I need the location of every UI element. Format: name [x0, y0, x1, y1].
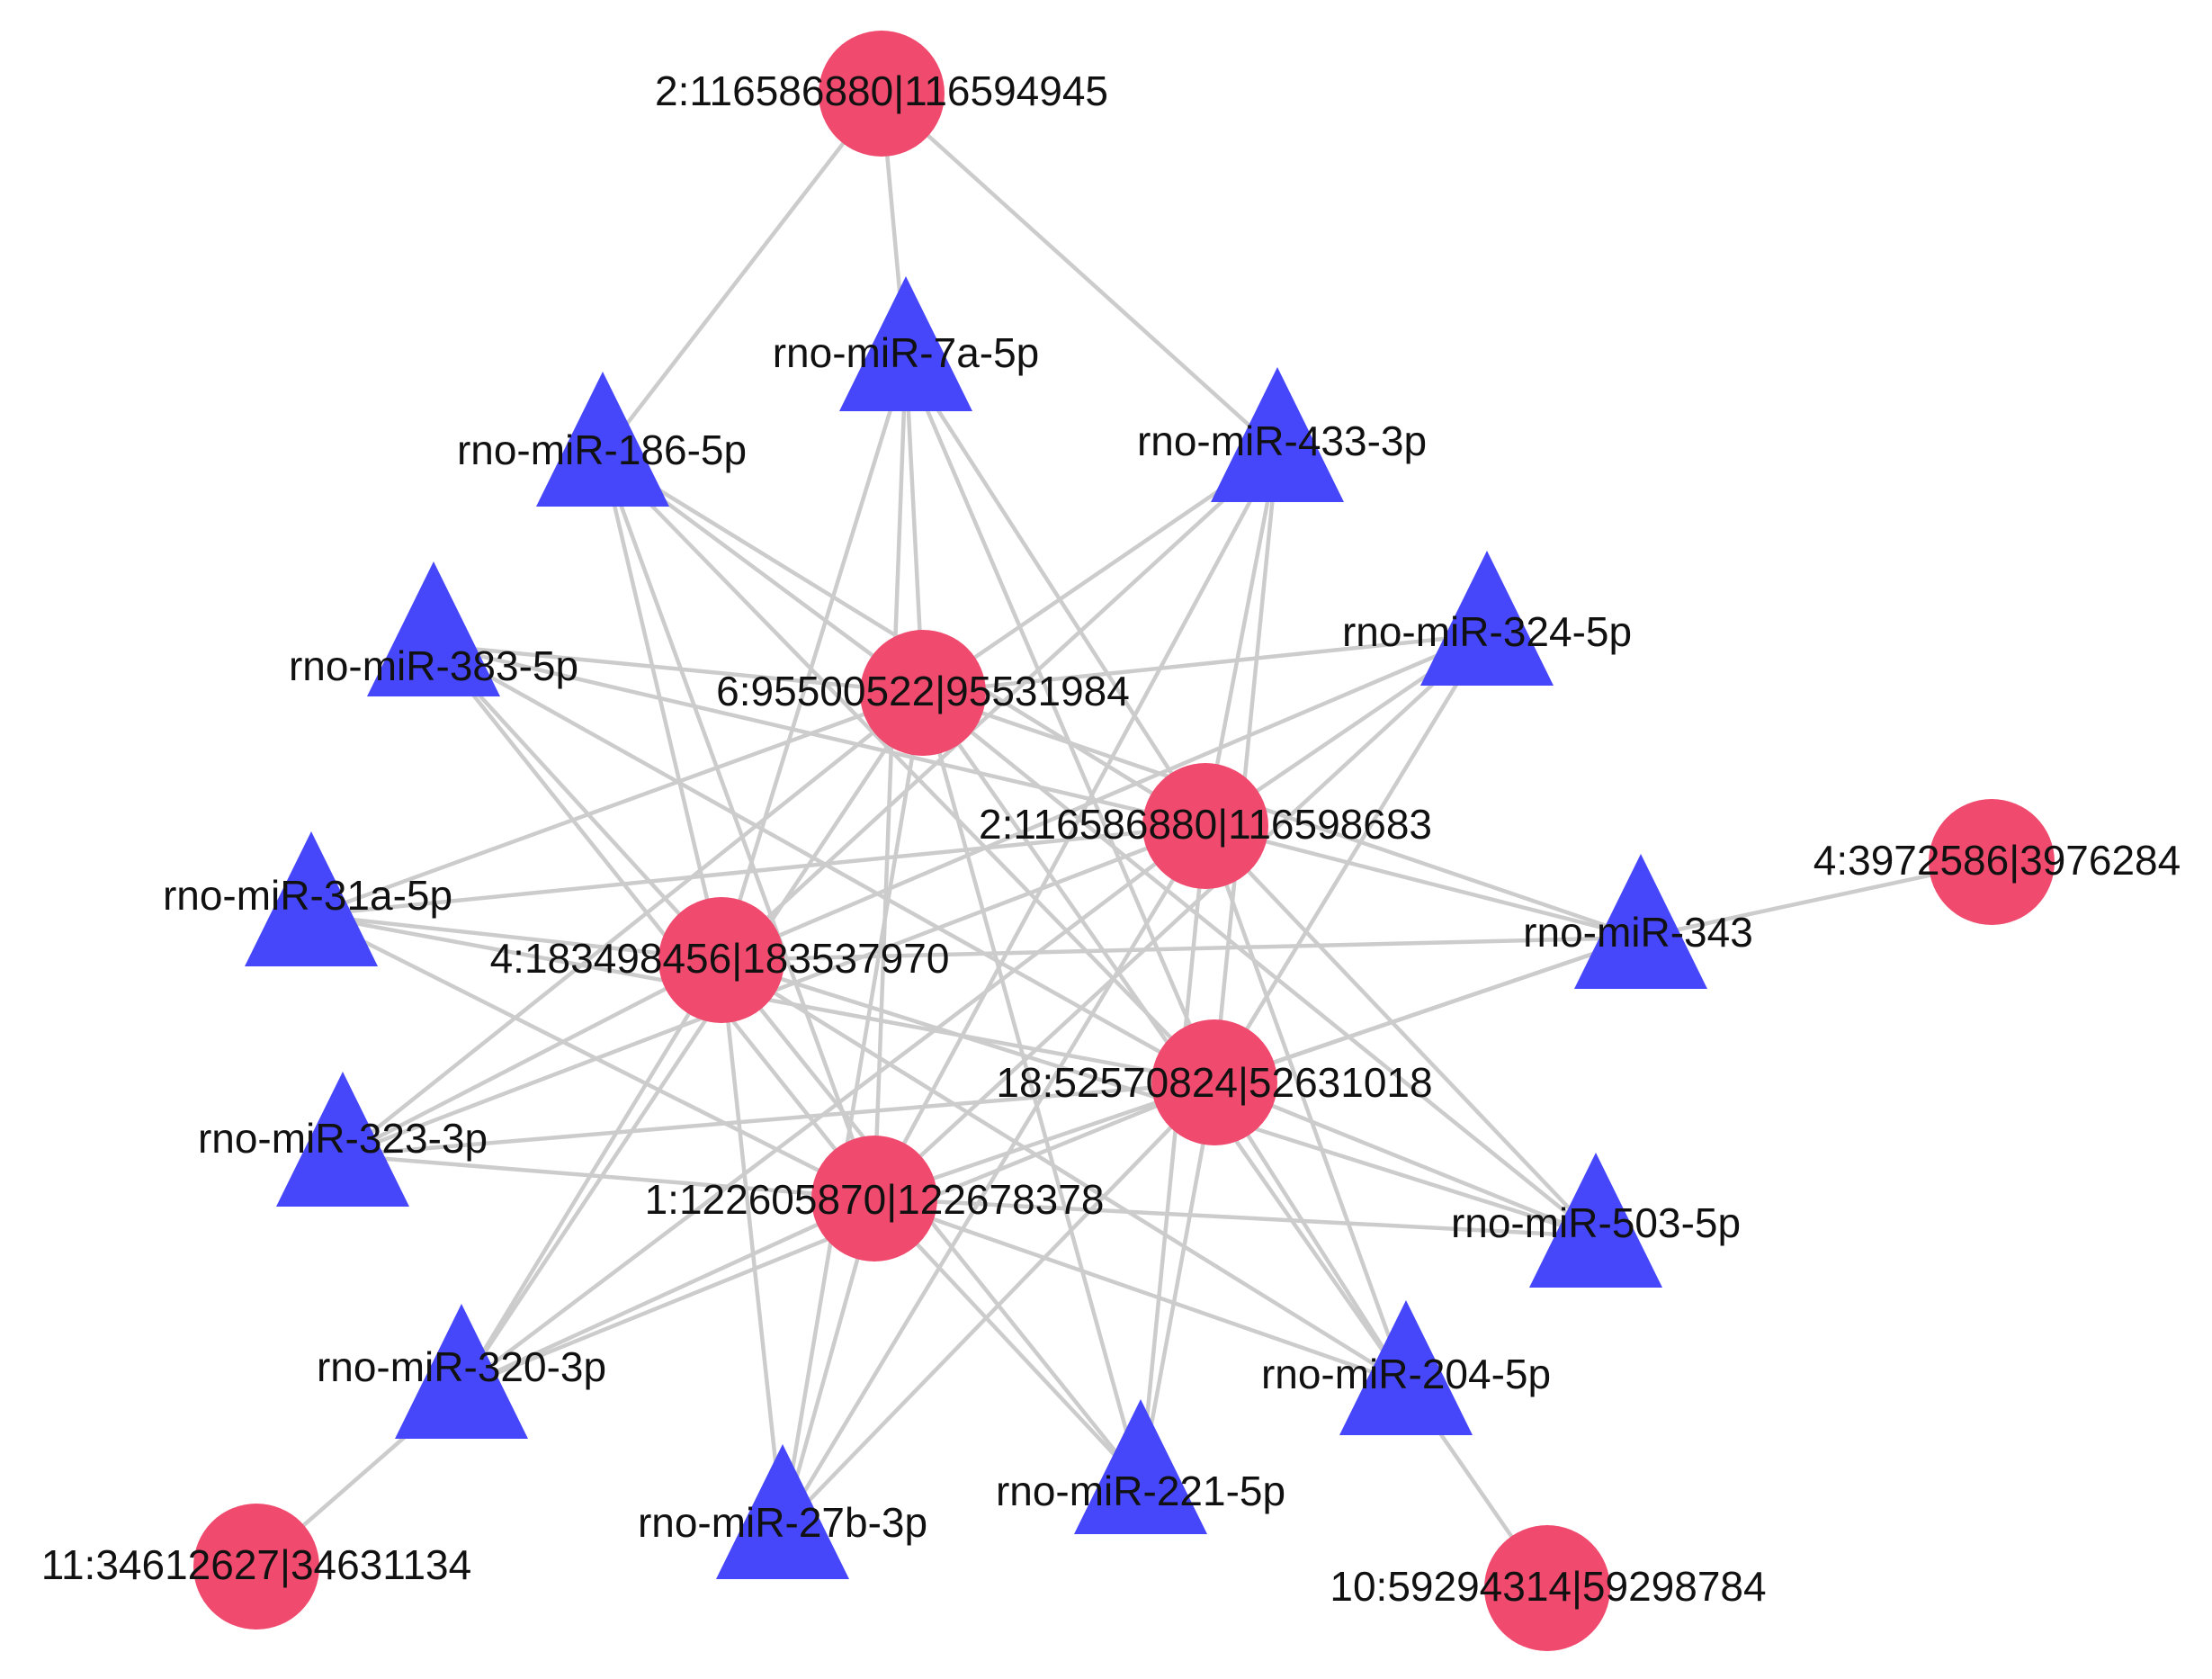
triangle-node-t7	[1574, 854, 1707, 989]
circle-node-c1	[819, 31, 945, 157]
edge-c3-t1	[904, 358, 1207, 828]
node-label-t11: rno-miR-204-5p	[1261, 1351, 1551, 1397]
triangle-node-t6	[245, 831, 378, 966]
node-label-t3: rno-miR-433-3p	[1137, 418, 1427, 464]
circle-node-c6	[811, 1136, 937, 1261]
triangle-node-t12	[716, 1444, 849, 1579]
edge-c4-t11	[720, 958, 1408, 1386]
node-label-c6: 1:122605870|122678378	[645, 1176, 1105, 1223]
edge-c5-t3	[1212, 450, 1280, 1083]
edge-c2-t9	[921, 691, 1598, 1238]
circle-node-c7	[1929, 799, 2055, 925]
edge-c6-t1	[872, 359, 909, 1199]
triangle-node-t1	[839, 276, 972, 411]
edge-c2-t11	[921, 691, 1408, 1386]
edge-c4-t5	[721, 632, 1488, 963]
node-label-t2: rno-miR-186-5p	[457, 426, 747, 473]
triangle-node-t11	[1339, 1300, 1473, 1435]
circle-node-c4	[658, 897, 784, 1023]
edge-c6-t8	[342, 1153, 875, 1201]
edge-c6-t13	[873, 1197, 1142, 1485]
edge-c3-t11	[1203, 825, 1409, 1385]
edge-c6-t3	[873, 449, 1279, 1200]
node-label-c3: 2:116586880|116598683	[979, 801, 1432, 848]
edge-c5-t12	[781, 1081, 1216, 1530]
edge-c2-t12	[780, 692, 926, 1529]
edge-c3-t10	[460, 824, 1207, 1389]
edge-c3-t6	[310, 823, 1206, 918]
node-label-c5: 18:52570824|52631018	[996, 1059, 1432, 1106]
nodes-layer	[193, 31, 2055, 1651]
node-label-t1: rno-miR-7a-5p	[773, 329, 1040, 376]
node-label-t13: rno-miR-221-5p	[996, 1468, 1285, 1514]
node-label-t10: rno-miR-320-3p	[317, 1343, 606, 1390]
edge-c6-t6	[309, 912, 876, 1201]
edge-c2-t6	[310, 690, 924, 918]
triangle-node-t10	[395, 1304, 528, 1439]
node-label-c2: 6:95500522|95531984	[716, 668, 1130, 714]
edge-c6-t5	[873, 633, 1489, 1200]
node-label-t12: rno-miR-27b-3p	[638, 1499, 927, 1546]
node-label-c1: 2:116586880|116594945	[655, 67, 1108, 114]
edges-layer	[255, 92, 1993, 1590]
edge-c4-t6	[310, 912, 722, 963]
triangle-node-t13	[1074, 1399, 1207, 1534]
edge-c5-t5	[1213, 633, 1489, 1084]
edge-c5-t1	[903, 359, 1217, 1083]
edge-c3-t13	[1138, 825, 1208, 1484]
edge-c6-t2	[600, 454, 877, 1199]
edge-c2-t13	[920, 692, 1143, 1484]
triangle-node-t8	[276, 1072, 409, 1207]
edge-c1-t3	[880, 92, 1279, 453]
node-label-t6: rno-miR-31a-5p	[163, 872, 452, 919]
edge-c4-t3	[720, 449, 1279, 962]
triangle-node-t9	[1529, 1153, 1662, 1288]
edge-c4-t7	[721, 935, 1642, 963]
circle-node-c9	[1484, 1525, 1610, 1651]
node-label-t5: rno-miR-324-5p	[1342, 608, 1632, 655]
edge-c2-t4	[433, 642, 924, 696]
node-label-c7: 4:3972586|3976284	[1813, 837, 2181, 884]
edge-c2-t10	[460, 691, 925, 1389]
edge-c3-t7	[1205, 823, 1642, 940]
edge-c6-t10	[461, 1196, 875, 1390]
labels-layer: 2:116586880|116594945 6:95500522|95531984…	[41, 67, 2181, 1610]
node-label-t7: rno-miR-343	[1523, 909, 1753, 956]
edge-c2-t5	[922, 632, 1488, 696]
edge-c6-t9	[873, 1196, 1597, 1239]
edge-c2-t8	[341, 691, 925, 1157]
edge-c1-t2	[601, 92, 883, 457]
edge-c3-t3	[1203, 450, 1280, 827]
circle-node-c5	[1151, 1019, 1277, 1145]
edge-c2-t7	[922, 690, 1642, 940]
triangle-node-t4	[367, 561, 500, 696]
edge-c3-t9	[1204, 824, 1598, 1238]
node-label-t8: rno-miR-323-3p	[198, 1115, 488, 1162]
edge-c4-t8	[341, 958, 723, 1157]
edge-c5-t13	[1138, 1082, 1217, 1484]
node-label-c4: 4:183498456|183537970	[490, 935, 950, 982]
edge-c4-t4	[432, 643, 723, 962]
circle-node-c2	[860, 630, 986, 756]
triangle-node-t5	[1420, 551, 1554, 686]
node-label-t9: rno-miR-503-5p	[1451, 1199, 1741, 1246]
circle-node-c8	[193, 1504, 319, 1630]
edge-c4-t2	[600, 454, 724, 961]
edge-c3-t12	[781, 824, 1207, 1530]
edge-c6-t11	[873, 1196, 1407, 1387]
edge-c3-t4	[433, 642, 1206, 829]
node-label-t4: rno-miR-383-5p	[289, 642, 578, 689]
edge-c5-t8	[342, 1080, 1215, 1158]
edge-c4-t12	[719, 959, 785, 1529]
edge-c6-t4	[432, 643, 876, 1200]
edge-c5-t9	[1213, 1080, 1597, 1239]
triangle-node-t3	[1211, 367, 1344, 502]
circle-node-c3	[1142, 763, 1268, 889]
node-label-c9: 10:59294314|59298784	[1330, 1563, 1766, 1610]
node-label-c8: 11:34612627|34631134	[41, 1541, 471, 1588]
edge-c5-t4	[432, 643, 1216, 1084]
triangle-node-t2	[536, 372, 669, 507]
